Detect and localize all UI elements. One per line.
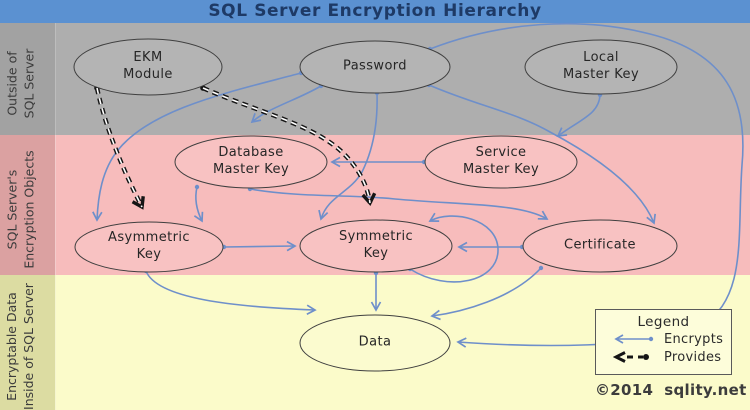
title-bar — [0, 0, 750, 23]
edge-layer — [92, 22, 744, 348]
node-database-master-key — [174, 135, 328, 189]
edge-ak-data-encrypts — [143, 268, 317, 315]
edge-dmk-cert-encrypts — [247, 186, 549, 220]
legend-title: Legend — [637, 314, 690, 330]
edge-password-cert-encrypts — [426, 82, 656, 225]
node-symmetric-key — [299, 219, 453, 273]
page-title: SQL Server Encryption Hierarchy — [208, 1, 542, 21]
legend-item-encrypts: Encrypts — [596, 330, 731, 348]
label-local-master-key: Local Master Key — [562, 50, 640, 82]
label-database-master-key: Database Master Key — [212, 145, 290, 177]
label-symmetric-key: Symmetric Key — [338, 229, 414, 261]
edge-lmk-smk-encrypts — [556, 92, 603, 138]
edge-dmk-ak-encrypts — [193, 184, 204, 223]
edge-ekm-ak-provides — [94, 85, 145, 210]
sidebar-objects — [0, 135, 56, 275]
edge-cert-data-encrypts — [430, 265, 544, 321]
node-certificate — [522, 219, 678, 273]
sidebar-outside — [0, 23, 56, 135]
node-data — [299, 314, 451, 372]
label-ekm-module: EKM Module — [123, 50, 173, 82]
encrypts-arrow-icon — [614, 334, 654, 344]
provides-arrow-icon — [613, 351, 649, 363]
edge-password-dmk-encrypts — [250, 83, 324, 124]
edge-ak-sk-encrypts — [221, 240, 297, 252]
node-layer — [73, 38, 678, 372]
legend-label-provides: Provides — [664, 349, 722, 365]
legend-item-provides: Provides — [596, 348, 731, 366]
label-data: Data — [358, 334, 392, 350]
label-asymmetric-key: Asymmetric Key — [108, 230, 190, 262]
node-local-master-key — [524, 39, 678, 95]
sidebar-data — [0, 275, 56, 410]
copyright-text: ©2014 sqlity.net — [595, 381, 747, 399]
edge-sk-sk-encrypts — [407, 212, 499, 283]
node-asymmetric-key — [74, 221, 224, 273]
node-ekm-module — [73, 38, 223, 96]
label-certificate: Certificate — [564, 237, 636, 253]
label-service-master-key: Service Master Key — [462, 145, 540, 177]
label-password: Password — [343, 58, 407, 74]
edge-ekm-sk-provides — [200, 85, 377, 207]
legend-label-encrypts: Encrypts — [664, 331, 724, 347]
node-password — [299, 40, 451, 94]
legend: Legend Encrypts Provides — [595, 309, 732, 375]
node-service-master-key — [424, 135, 578, 189]
